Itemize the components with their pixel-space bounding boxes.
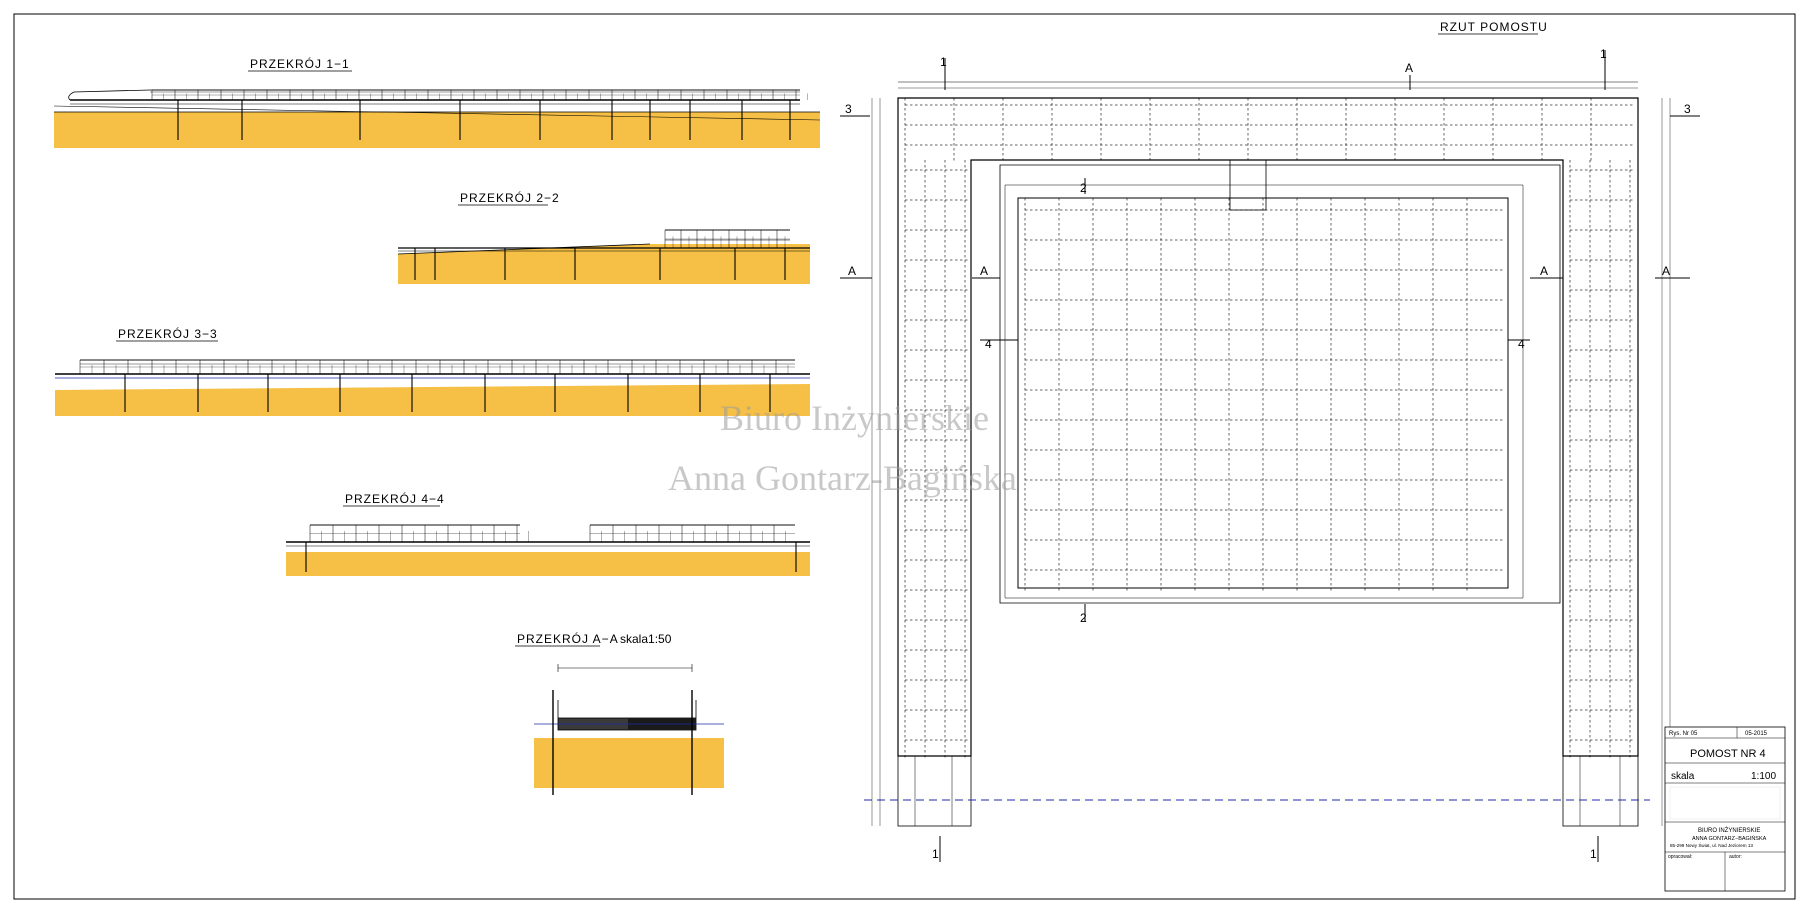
title-block: Rys. Nr 05 05-2015 POMOST NR 4 skala 1:1… [1664, 726, 1786, 892]
section-1-1-title: PRZEKRÓJ 1−1 [250, 56, 350, 71]
office-address: 85-299 Nowy Świat, ul. Nad Jeziorem 13 [1670, 841, 1753, 848]
soil-2-2 [398, 244, 810, 284]
piles-4-4 [305, 542, 797, 572]
plan-grid [904, 98, 1633, 758]
plan-title: RZUT POMOSTU [1440, 20, 1548, 34]
drawing-name: POMOST NR 4 [1690, 748, 1766, 760]
svg-text:2: 2 [1080, 611, 1087, 625]
railing-1-1 [151, 89, 808, 100]
section-3-3: PRZEKRÓJ 3−3 [55, 326, 810, 416]
section-a-a-title: PRZEKRÓJ A−A [517, 631, 619, 646]
svg-text:A: A [980, 264, 988, 278]
svg-text:A: A [1540, 264, 1548, 278]
svg-text:4: 4 [1518, 337, 1525, 351]
railing-2-2 [664, 229, 790, 248]
railing-3-3 [79, 359, 795, 374]
watermark-line-2: Anna Gontarz-Bagińska [668, 458, 1017, 498]
piles-3-3 [124, 374, 771, 412]
svg-text:2: 2 [1080, 181, 1087, 195]
plan-view: RZUT POMOSTU 1 1 1 [840, 20, 1700, 862]
svg-text:3: 3 [1684, 102, 1691, 116]
svg-text:1: 1 [940, 55, 947, 69]
svg-text:A: A [848, 264, 856, 278]
drawing-date: 05-2015 [1745, 731, 1768, 737]
svg-text:A: A [1662, 264, 1670, 278]
office-name: BIURO INŻYNIERSKIE [1698, 827, 1760, 834]
watermark-line-1: Biuro Inżynierskie [720, 398, 989, 438]
author-label: autor: [1729, 854, 1742, 860]
soil-1-1 [54, 112, 820, 148]
section-2-2: PRZEKRÓJ 2−2 [397, 190, 810, 284]
office-owner: ANNA GONTARZ−BAGIŃSKA [1692, 835, 1767, 842]
section-1-1: PRZEKRÓJ 1−1 [53, 56, 821, 148]
soil-3-3 [55, 384, 810, 416]
section-2-2-title: PRZEKRÓJ 2−2 [460, 190, 560, 205]
svg-text:1: 1 [1590, 847, 1597, 861]
soil-4-4 [286, 552, 810, 576]
svg-text:1: 1 [1600, 47, 1607, 61]
prepared-label: opracował: [1668, 854, 1692, 860]
piles-1-1 [177, 100, 791, 140]
section-a-a-scale: skala1:50 [620, 632, 672, 646]
svg-text:3: 3 [845, 102, 852, 116]
deck-outline [897, 97, 1639, 757]
soil-a-a [534, 738, 724, 788]
scale-label: skala [1671, 771, 1695, 782]
svg-text:4: 4 [985, 337, 992, 351]
inner-deck [1017, 197, 1509, 589]
scale-value: 1:100 [1751, 771, 1776, 782]
railing-4-4 [309, 524, 795, 542]
section-4-4: PRZEKRÓJ 4−4 [286, 491, 810, 576]
sheet-frame [13, 13, 1796, 900]
cut-markers: 1 1 1 1 2 2 3 3 4 4 A A A A [840, 47, 1700, 862]
section-3-3-title: PRZEKRÓJ 3−3 [118, 326, 218, 341]
drawing-number: Rys. Nr 05 [1669, 731, 1698, 737]
section-4-4-title: PRZEKRÓJ 4−4 [345, 491, 445, 506]
piles-2-2 [414, 248, 786, 280]
svg-text:1: 1 [932, 847, 939, 861]
section-a-a: PRZEKRÓJ A−A skala1:50 [515, 631, 724, 795]
svg-text:A: A [1405, 61, 1413, 75]
